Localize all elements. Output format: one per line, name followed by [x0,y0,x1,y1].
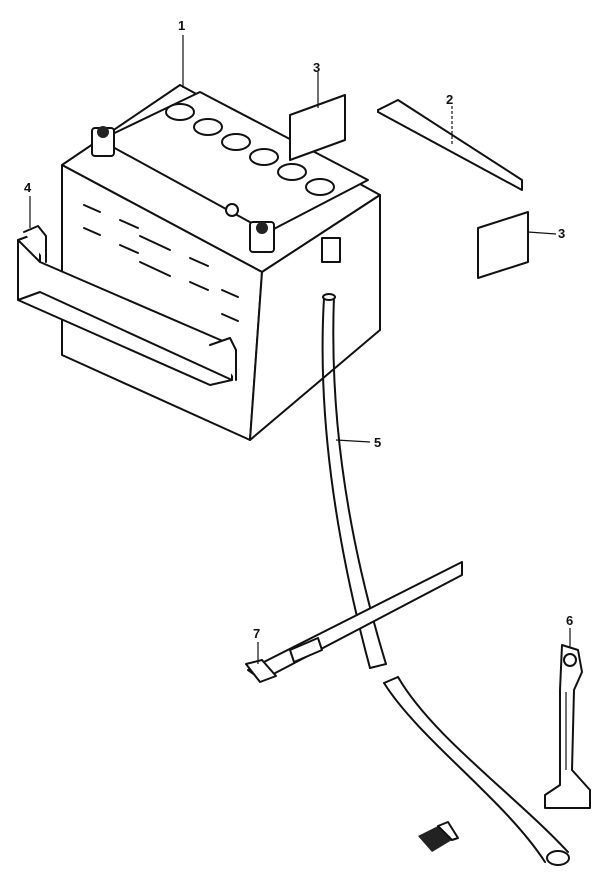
callouts: 1 2 3 3 4 5 6 7 [24,18,573,641]
pad-long [377,99,523,191]
battery-tray [17,225,237,386]
strap [245,561,463,683]
terminal-right [225,203,275,253]
callout-1: 1 [178,18,185,33]
terminal-left [91,126,115,157]
callout-3-lower: 3 [558,226,565,241]
callout-5: 5 [374,435,381,450]
callout-2: 2 [446,92,453,107]
front-arrow-icon [418,821,459,852]
callout-4: 4 [24,180,32,195]
callout-6: 6 [566,613,573,628]
breather-hose [321,293,570,866]
leader-lines [29,35,571,664]
cell-caps [165,103,335,196]
battery-markings [83,204,239,322]
callout-3-upper: 3 [313,60,320,75]
callout-7: 7 [253,626,260,641]
pad-lower [477,211,529,279]
pad-upper [289,94,346,161]
bracket [544,644,591,809]
